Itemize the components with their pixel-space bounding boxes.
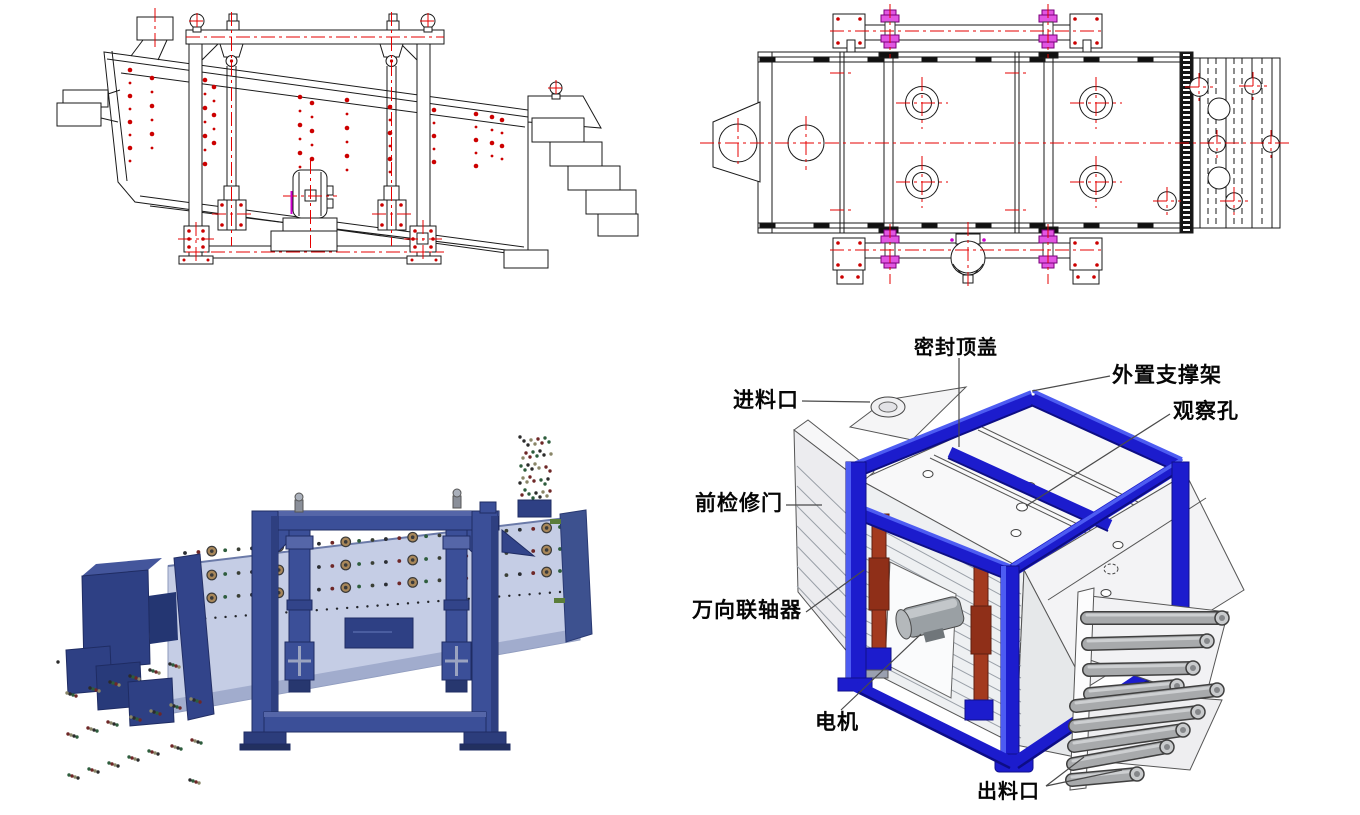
- discharge-outlet-chutes: [1065, 587, 1230, 791]
- label-front-access-door: 前检修门: [695, 491, 783, 515]
- label-feed-inlet: 进料口: [733, 388, 799, 412]
- label-leader-lines: [786, 358, 1171, 787]
- label-universal-coupling: 万向联轴器: [692, 598, 802, 622]
- label-external-support-frame: 外置支撑架: [1112, 363, 1222, 387]
- top-view-drawing: [712, 13, 1281, 285]
- top-view-centerlines: [700, 4, 1292, 288]
- side-view-bolt-dots: [127, 59, 505, 262]
- motor-unit: [895, 596, 965, 643]
- label-motor: 电机: [815, 710, 859, 734]
- feed-inlet-port: [848, 386, 968, 441]
- labeled-isometric-view: [786, 358, 1245, 791]
- side-view-centerlines: [154, 8, 564, 262]
- label-discharge-outlet: 出料口: [977, 779, 1040, 803]
- render-3d-view: [56, 435, 593, 785]
- top-view-bolt-dots: [836, 17, 1099, 279]
- label-observation-hole: 观察孔: [1173, 399, 1239, 423]
- label-seal-top-cover: 密封顶盖: [914, 335, 998, 359]
- universal-coupling-shafts: [862, 513, 994, 721]
